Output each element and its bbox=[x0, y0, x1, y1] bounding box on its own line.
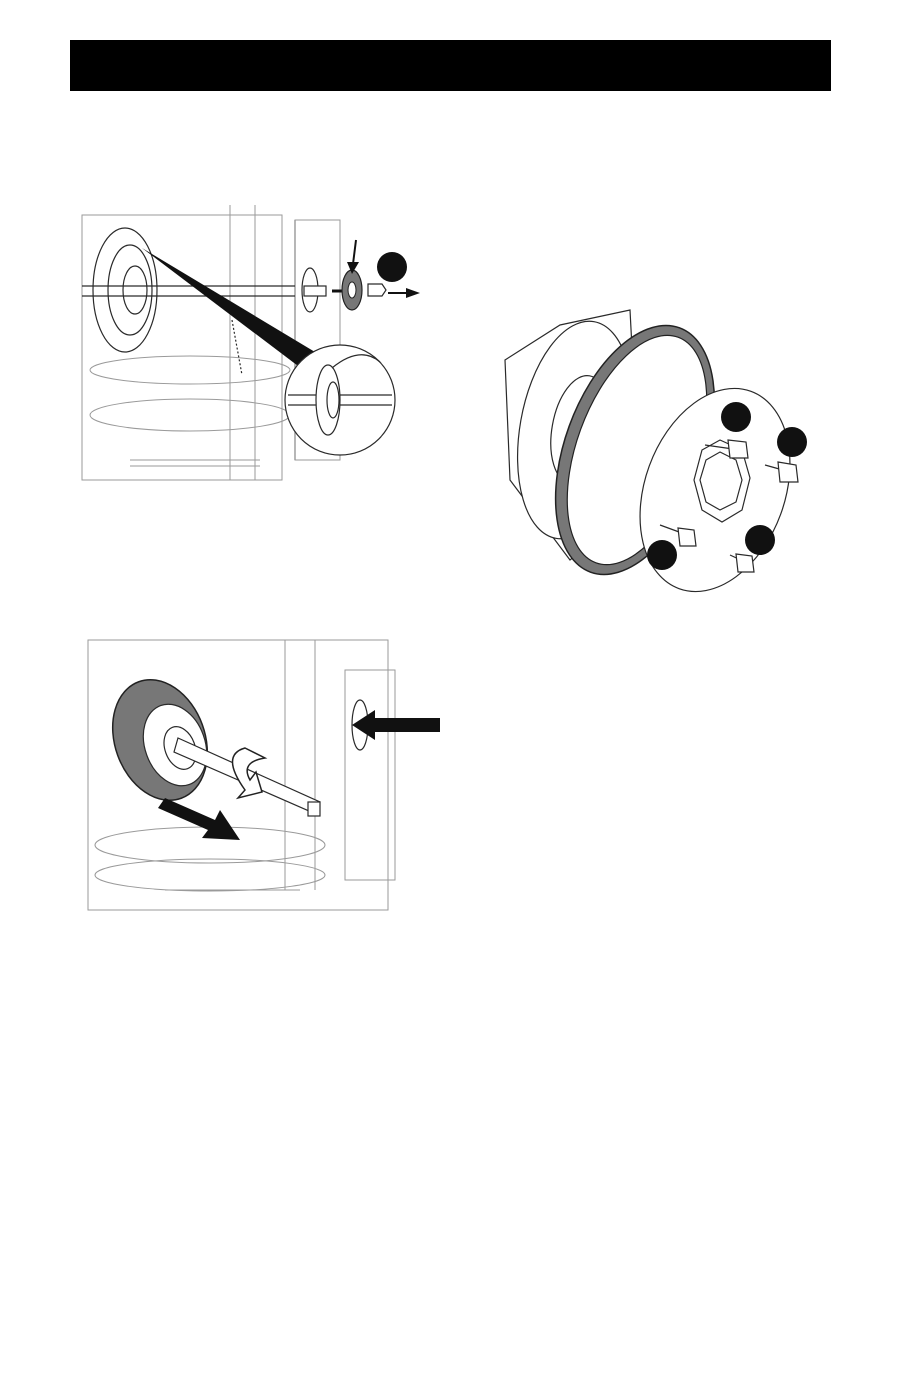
callout-badge bbox=[377, 252, 407, 282]
section-header-bar bbox=[70, 40, 831, 91]
callout-badge-2 bbox=[777, 427, 807, 457]
arrow-down bbox=[353, 240, 356, 264]
zoom-pointer bbox=[142, 248, 320, 372]
spring bbox=[232, 320, 242, 375]
bearing-flange-illustration bbox=[480, 300, 820, 600]
hex-nut bbox=[368, 284, 386, 296]
pull-out-arrow bbox=[158, 798, 240, 840]
figure-bearing-flange-exploded bbox=[480, 300, 820, 600]
pulley-disc-lower bbox=[90, 399, 290, 431]
push-arrow bbox=[352, 710, 440, 740]
figure-pulley-removal bbox=[70, 190, 430, 490]
hex-bolt bbox=[304, 286, 326, 296]
shaft-removal-illustration bbox=[70, 630, 440, 920]
pulley-removal-illustration bbox=[70, 190, 430, 490]
callout-badge-1 bbox=[721, 402, 751, 432]
pulley-disc-upper bbox=[90, 356, 290, 384]
callout-badge-4 bbox=[745, 525, 775, 555]
figure-shaft-removal bbox=[70, 630, 440, 920]
callout-badge-3 bbox=[647, 540, 677, 570]
